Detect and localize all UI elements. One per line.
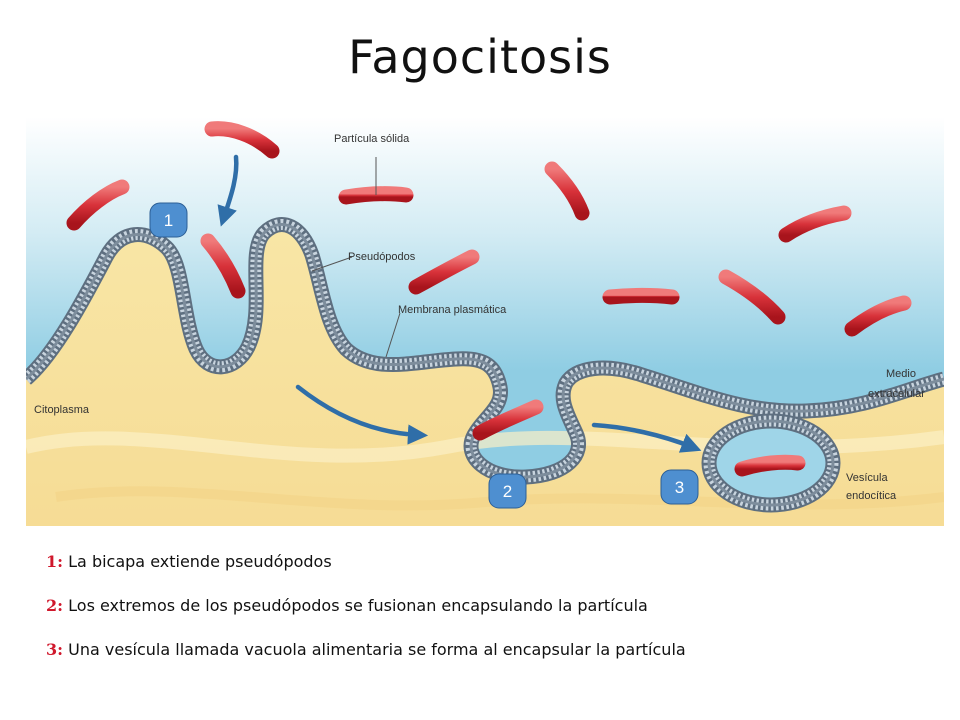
solid-particle bbox=[602, 288, 680, 305]
leader-lines bbox=[311, 157, 401, 358]
caption-number: 3: bbox=[46, 640, 64, 659]
step-badge-1: 1 bbox=[149, 202, 188, 238]
solid-particle bbox=[200, 233, 246, 299]
plasma-membrane bbox=[26, 217, 944, 485]
svg-text:3: 3 bbox=[675, 478, 684, 497]
caption-1: 1: La bicapa extiende pseudópodos bbox=[46, 552, 926, 596]
label-particle: Partícula sólida bbox=[334, 133, 410, 145]
caption-text: Los extremos de los pseudópodos se fusio… bbox=[68, 596, 648, 615]
caption-text: Una vesícula llamada vacuola alimentaria… bbox=[68, 640, 686, 659]
label-pseudopods: Pseudópodos bbox=[348, 251, 416, 263]
solid-particle bbox=[204, 121, 280, 159]
solid-particle bbox=[66, 179, 130, 231]
arrow-icon bbox=[217, 154, 239, 227]
solid-particle bbox=[778, 205, 852, 243]
caption-3: 3: Una vesícula llamada vacuola alimenta… bbox=[46, 640, 926, 684]
step-badge-3: 3 bbox=[660, 469, 699, 505]
svg-text:2: 2 bbox=[503, 482, 512, 501]
endocytic-vesicle bbox=[701, 413, 841, 513]
solid-particle bbox=[408, 249, 480, 295]
arrow-icon bbox=[295, 384, 429, 445]
label-medio: Medio bbox=[886, 368, 916, 380]
solid-particle bbox=[734, 454, 806, 477]
solid-particle bbox=[718, 269, 786, 325]
svg-text:1: 1 bbox=[164, 211, 173, 230]
label-extracelular: extracelular bbox=[868, 388, 925, 400]
caption-number: 2: bbox=[46, 596, 64, 615]
captions-list: 1: La bicapa extiende pseudópodos 2: Los… bbox=[46, 552, 926, 684]
page-title: Fagocitosis bbox=[348, 30, 612, 84]
solid-particle bbox=[544, 161, 590, 221]
process-arrows bbox=[217, 154, 702, 453]
caption-text: La bicapa extiende pseudópodos bbox=[68, 552, 332, 571]
solid-particle bbox=[338, 186, 414, 205]
solid-particle bbox=[844, 295, 912, 337]
caption-2: 2: Los extremos de los pseudópodos se fu… bbox=[46, 596, 926, 640]
arrow-icon bbox=[591, 422, 702, 453]
phagocytosis-diagram: Partícula sólida Pseudópodos Membrana pl… bbox=[26, 117, 944, 526]
step-badge-2: 2 bbox=[488, 473, 527, 509]
label-cytoplasm: Citoplasma bbox=[34, 404, 90, 416]
caption-number: 1: bbox=[46, 552, 64, 571]
solid-particles bbox=[66, 121, 912, 477]
label-membrane: Membrana plasmática bbox=[398, 304, 507, 316]
label-vesicula: Vesícula bbox=[846, 472, 888, 484]
solid-particle bbox=[472, 399, 544, 441]
label-endocitica: endocítica bbox=[846, 490, 897, 502]
